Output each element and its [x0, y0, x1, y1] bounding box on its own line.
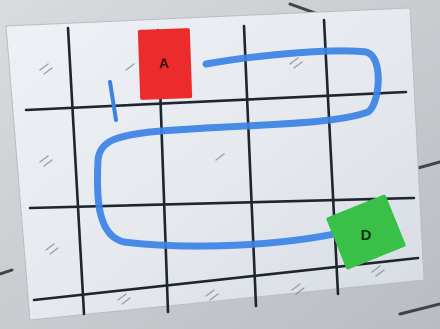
- start-card-label: A: [159, 55, 170, 71]
- start-card: A: [138, 28, 192, 100]
- end-card-label: D: [361, 227, 372, 244]
